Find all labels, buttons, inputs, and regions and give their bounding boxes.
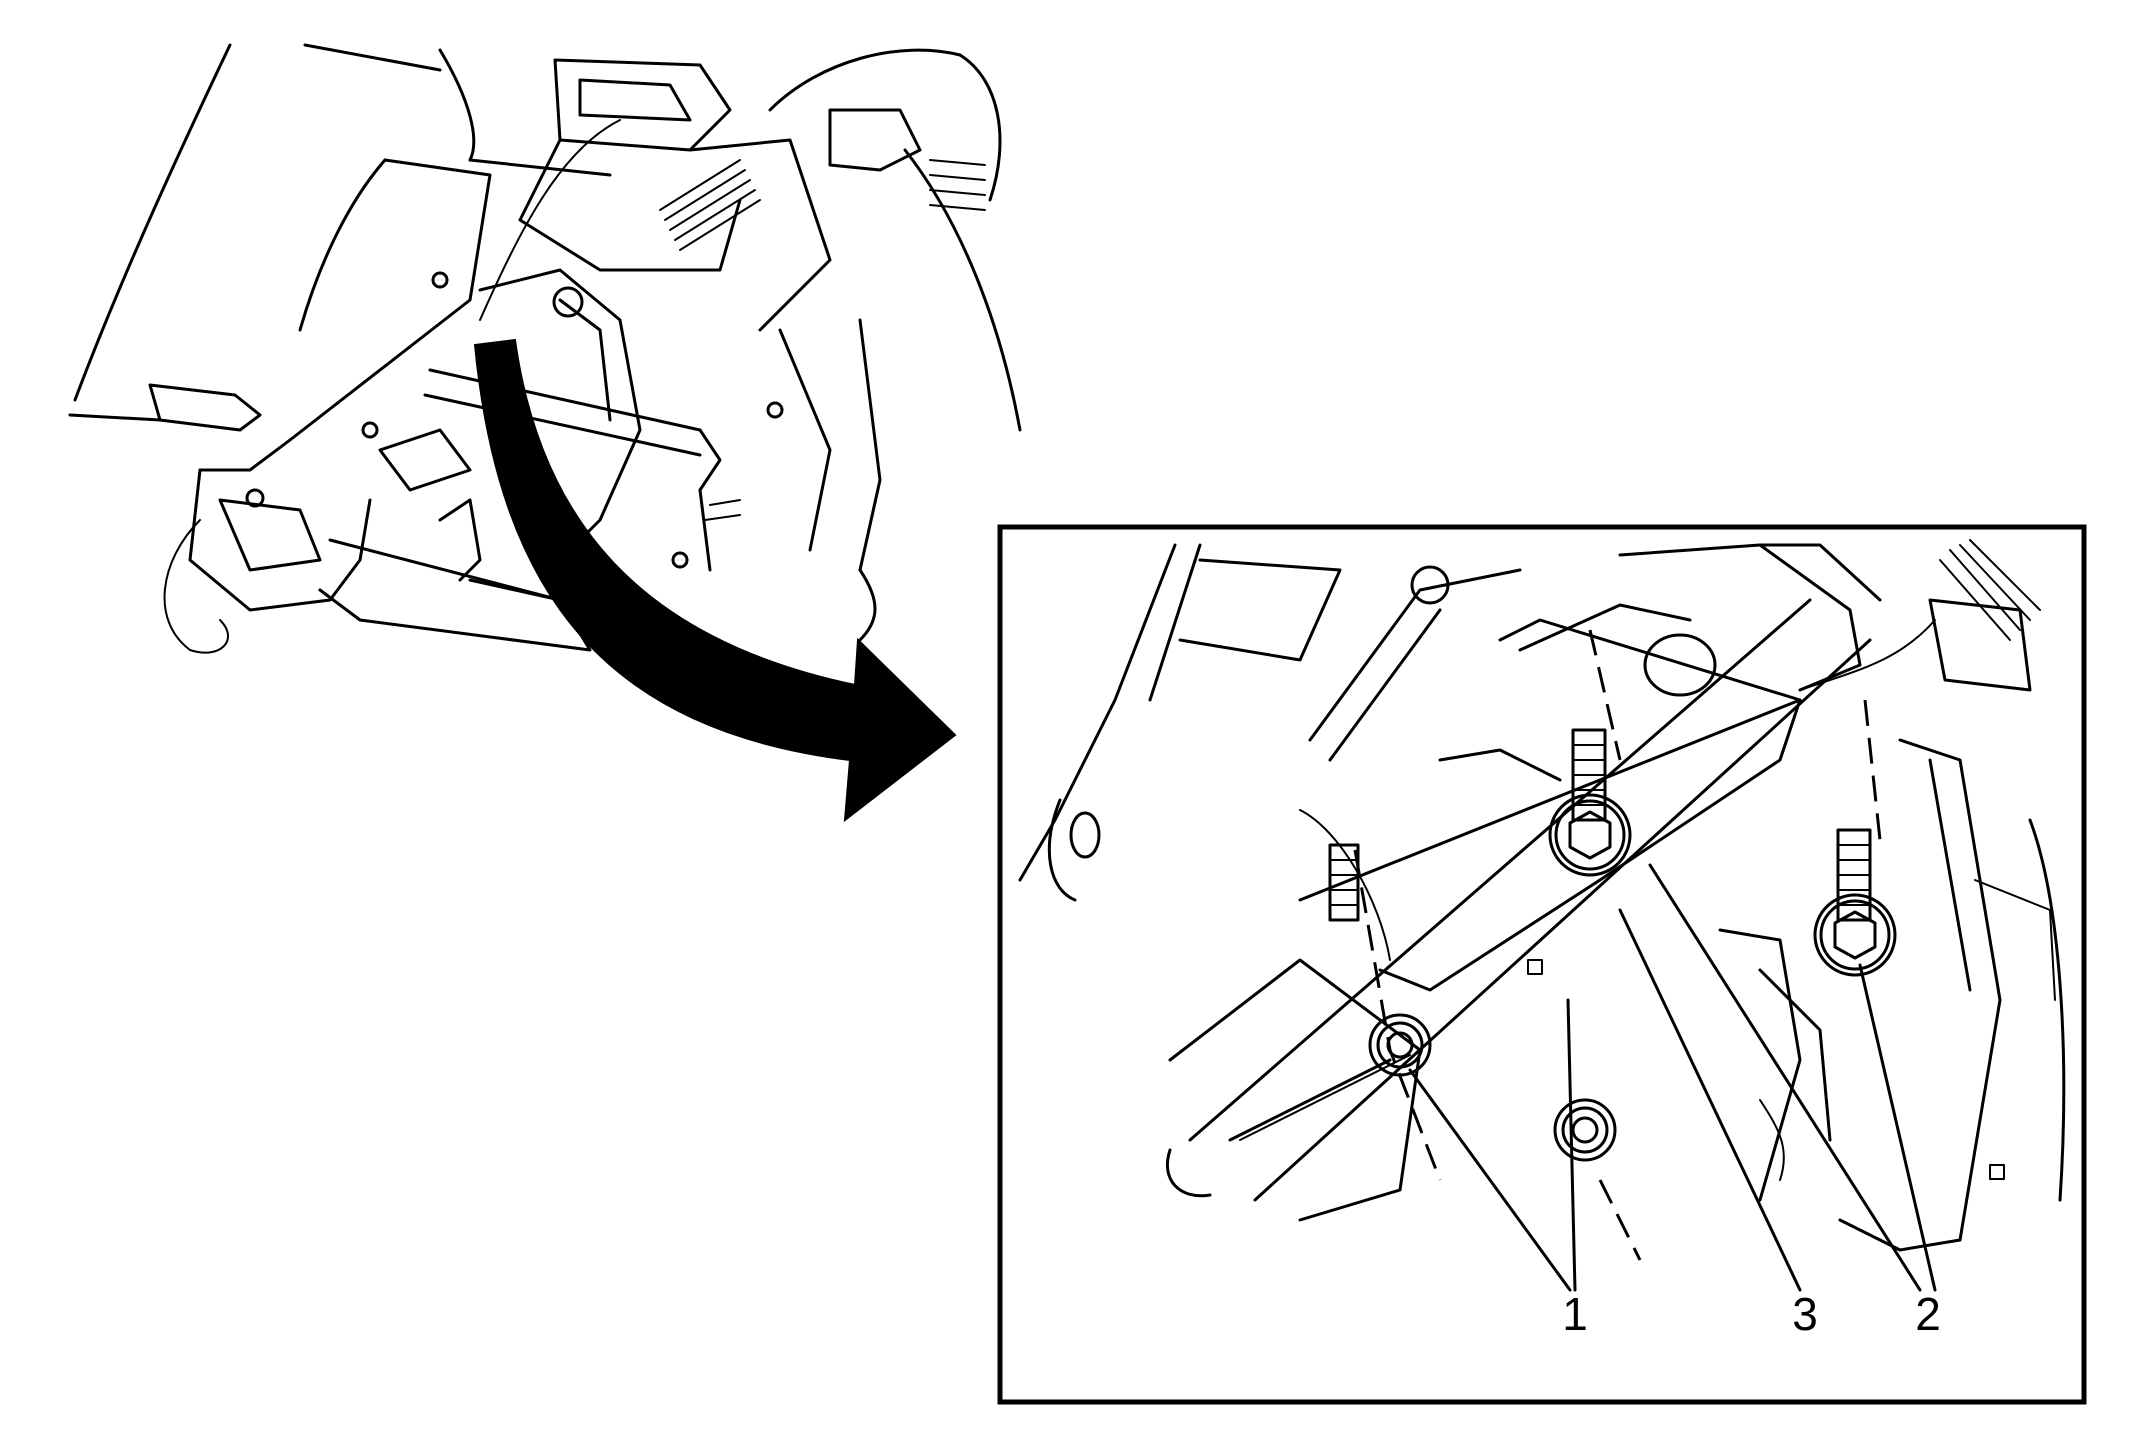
callout-label-3: 3 xyxy=(1792,1288,1818,1340)
leader-1b xyxy=(1566,998,1577,1292)
alignment-line-bolt-left xyxy=(1588,629,1622,761)
flange-bolt-right xyxy=(1813,828,1897,977)
detail-inset: 1 3 2 xyxy=(997,524,2087,1405)
zoom-arrow xyxy=(473,338,957,823)
flange-bolt-center xyxy=(1548,728,1632,877)
stud-bolt-left xyxy=(1328,843,1360,922)
leader-2a xyxy=(1648,863,1922,1292)
alignment-line-bolt-right xyxy=(1863,699,1882,841)
leader-2b xyxy=(1858,963,1937,1292)
leader-3 xyxy=(1618,908,1802,1292)
flange-nut-left xyxy=(1368,1013,1432,1077)
leader-1a xyxy=(1408,1068,1572,1292)
alignment-line-nut-right xyxy=(1598,1179,1642,1261)
callout-label-2: 2 xyxy=(1915,1288,1941,1340)
flange-nut-right xyxy=(1553,1098,1617,1162)
callout-label-1: 1 xyxy=(1562,1288,1588,1340)
overview-illustration xyxy=(68,43,1022,654)
